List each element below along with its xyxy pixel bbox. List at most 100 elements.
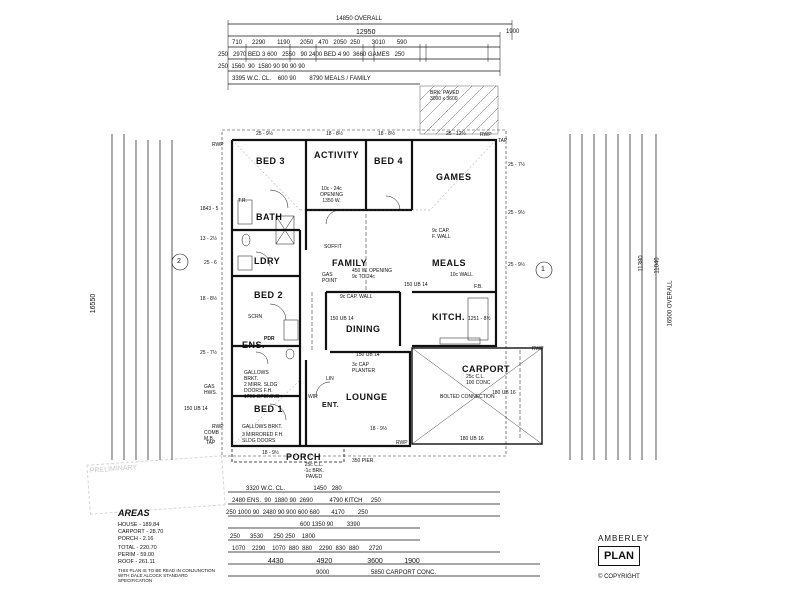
gas-point-label: GAS POINT xyxy=(322,272,338,284)
activity-opening-note: 10c - 24c OPENING 1350 W. xyxy=(320,186,344,204)
room-carport: CARPORT xyxy=(462,364,510,374)
wir-label: WIR xyxy=(308,394,318,400)
top-dim-row4: 3395 W.C. CL. 600 90 8790 MEALS / FAMILY xyxy=(232,76,371,82)
gallows-a-label: GALLOWS BRKT. xyxy=(244,370,269,382)
room-lounge: LOUNGE xyxy=(346,392,388,402)
room-dining: DINING xyxy=(346,324,381,334)
top-side-dim: 1900 xyxy=(506,29,520,35)
pitch-i: 18 - 9½ xyxy=(262,450,279,456)
brick-paved-label: BRK. PAVED 3000 x 3600 xyxy=(430,90,460,102)
comb-mb-label: COMB M.B. xyxy=(204,430,219,442)
room-games: GAMES xyxy=(436,172,472,182)
pitch-n: 1843 - 5 xyxy=(200,206,219,212)
bottom-dim-row8: 9000 5850 CARPORT CONC. xyxy=(316,570,437,576)
area-row-total: TOTAL - 220.70 xyxy=(118,545,157,551)
pitch-k: 18 - 8½ xyxy=(200,296,217,302)
bottom-dim-row7: 4430 4920 3600 1900 xyxy=(268,558,420,565)
bottom-dim-row1: 3320 W.C. CL. 1450 280 xyxy=(246,486,342,492)
room-ens: ENS. xyxy=(242,340,266,350)
cap-planter-label: 3c CAP PLANTER xyxy=(352,362,376,374)
top-dim-row2: 250 2970 BED 3 600 2550 90 2400 BED 4 90… xyxy=(218,52,405,58)
plan-name: AMBERLEY xyxy=(598,534,650,543)
area-row-porch: PORCH - 2.16 xyxy=(118,536,154,542)
top-dim-row3: 250 1560 90 1580 90 90 90 90 xyxy=(218,64,305,70)
spec-note: THIS PLAN IS TO BE READ IN CONJUNCTION W… xyxy=(118,568,215,583)
room-porch: PORCH xyxy=(286,452,322,462)
beam-ub14-c: 150 UB 14 xyxy=(356,352,380,358)
rwp-bl: RWP xyxy=(212,424,224,430)
beam-ub16: 180 UB 16 xyxy=(492,390,516,396)
right-dim-b: 11040 xyxy=(654,257,661,274)
fb-label: F.B. xyxy=(474,284,483,290)
mirr-fh-label: 3 MIRRORED F.H. SLDG DOORS xyxy=(242,432,284,444)
room-meals: MEALS xyxy=(432,258,466,268)
overall-width-dim: 14850 OVERALL xyxy=(336,16,383,22)
lin-label: LIN xyxy=(326,376,334,382)
opening-1790-label: 1790 OPENING xyxy=(244,394,280,400)
beam-ub14-d: 150 UB 14 xyxy=(184,406,208,412)
top-dim-row1: 710 2290 1190 2050 470 2050 250 3010 590 xyxy=(232,40,407,46)
pitch-a: 25 - 9½ xyxy=(256,131,273,137)
pitch-d: 25 - 12½ xyxy=(446,131,466,137)
overall-depth-dim: 16500 OVERALL xyxy=(667,280,674,327)
tap-bl: TAP xyxy=(206,440,216,446)
porch-sub: 25c C.L. -1c BRK. PAVED xyxy=(304,462,325,480)
copyright-notice: © COPYRIGHT xyxy=(598,574,640,580)
carport-sub: 25c C.L. 100 CONC xyxy=(466,374,491,386)
area-row-perim: PERIM - 59.00 xyxy=(118,552,155,558)
gallows-b-label: GALLOWS BRKT. xyxy=(242,424,283,430)
pitch-h: 18 - 9½ xyxy=(370,426,387,432)
pitch-o: 1251 - 8½ xyxy=(468,316,491,322)
left-depth-dim: 16550 xyxy=(90,293,98,314)
rwp-tl: RWP xyxy=(212,142,224,148)
room-kitch: KITCH. xyxy=(432,312,465,322)
wall-10c-label: 10c WALL xyxy=(450,272,473,278)
total-width-dim: 12950 xyxy=(356,29,376,36)
room-bed2: BED 2 xyxy=(254,290,284,300)
beam-ub14-a: 150 UB 14 xyxy=(404,282,428,288)
room-activity: ACTIVITY xyxy=(314,150,360,160)
room-bed4: BED 4 xyxy=(374,156,404,166)
room-bed1: BED 1 xyxy=(254,404,284,414)
cap-wall-label: 9c CAP. WALL xyxy=(340,294,373,300)
beam-ub16-b: 180 UB 16 xyxy=(460,436,484,442)
rwp-carport: RWP xyxy=(532,346,544,352)
scrn-label: SCRN xyxy=(248,314,263,320)
pitch-l: 13 - 2½ xyxy=(200,236,217,242)
plan-label: PLAN xyxy=(598,546,640,566)
grid-marker-2: 2 xyxy=(177,258,181,265)
pier-label: 350 PIER. xyxy=(352,458,375,464)
grid-marker-1: 1 xyxy=(541,266,545,273)
room-bed3: BED 3 xyxy=(256,156,286,166)
room-ent: ENT. xyxy=(322,402,340,409)
cap-wall2-label: 9c CAP. F. WALL xyxy=(432,228,451,240)
beam-ub14-b: 150 UB 14 xyxy=(330,316,354,322)
area-row-carport: CARPORT - 28.70 xyxy=(118,529,164,535)
pdr-label: PDR xyxy=(264,336,275,342)
pitch-e: 25 - 7½ xyxy=(508,162,525,168)
bottom-dim-row2: 2480 ENS. 90 1880 90 2690 4790 KITCH 250 xyxy=(232,498,381,504)
opening-450-note: 450 W. OPENING 9c TO 24c xyxy=(352,268,393,280)
tap-tr: TAP xyxy=(498,138,508,144)
rwp-br: RWP xyxy=(396,440,408,446)
area-row-house: HOUSE - 189.84 xyxy=(118,522,160,528)
approval-stamp: PRELIMINARY xyxy=(86,455,226,515)
pitch-m: 25 - 6 xyxy=(204,260,217,266)
bottom-dim-row6: 1070 2290 1070 880 880 2290 830 880 2720 xyxy=(232,546,383,552)
pitch-c: 18 - 8½ xyxy=(378,131,395,137)
pitch-f: 25 - 9½ xyxy=(508,210,525,216)
bottom-dim-row4: 600 1350 90 3390 xyxy=(300,522,361,528)
bottom-dim-row3: 250 1000 90 2480 90 900 600 680 4170 250 xyxy=(226,510,368,516)
pitch-g: 25 - 9½ xyxy=(508,262,525,268)
mirr-doors-label: 2 MIRR. SLDG DOORS F.H. xyxy=(244,382,278,394)
room-bath: BATH xyxy=(256,212,283,222)
gas-hws-label: GAS HWS. xyxy=(204,384,218,396)
rwp-tr: RWP xyxy=(480,132,492,138)
pitch-j: 25 - 7½ xyxy=(200,350,217,356)
bottom-dim-row5: 250 3530 250 250 1800 xyxy=(230,534,316,540)
area-row-roof: ROOF - 261.11 xyxy=(118,559,156,565)
tr-label: T.R. xyxy=(238,198,247,204)
room-ldry: LDRY xyxy=(254,256,281,266)
pitch-b: 18 - 8½ xyxy=(326,131,343,137)
areas-title: AREAS xyxy=(118,508,150,518)
